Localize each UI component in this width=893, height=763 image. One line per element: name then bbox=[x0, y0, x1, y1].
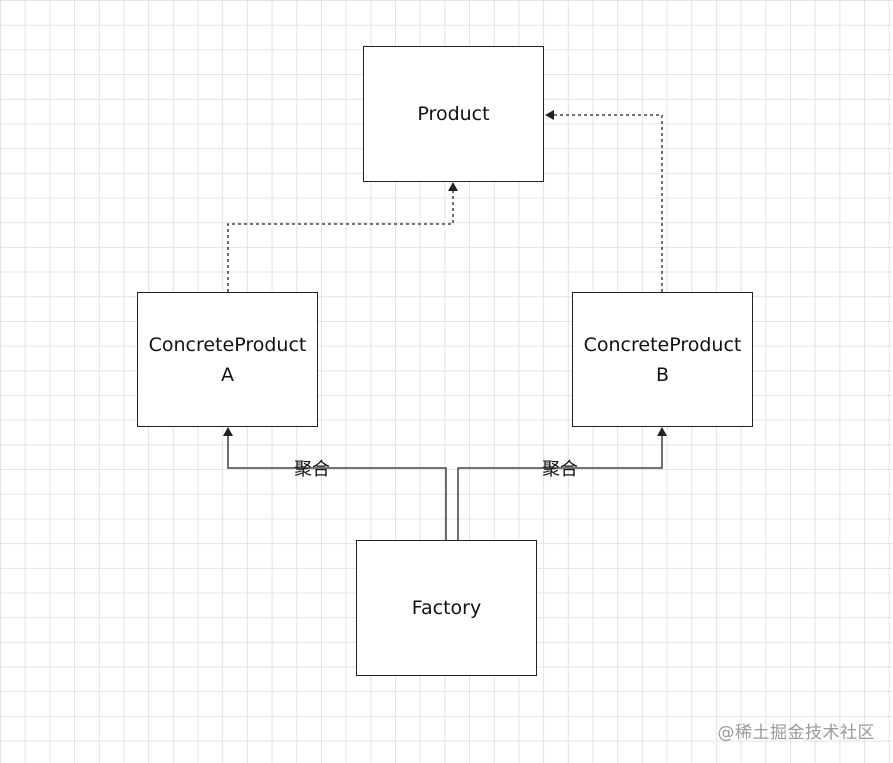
node-concrete-product-a-line1: ConcreteProduct bbox=[148, 333, 307, 356]
node-factory-label: Factory bbox=[411, 597, 482, 619]
edge-factory-to-b bbox=[457, 427, 667, 541]
node-concrete-product-a-text: ConcreteProduct A bbox=[149, 330, 307, 390]
node-factory[interactable]: Factory bbox=[356, 540, 537, 676]
watermark: @稀土掘金技术社区 bbox=[717, 723, 875, 743]
node-concrete-product-a[interactable]: ConcreteProduct A bbox=[137, 292, 318, 427]
edge-label-factory-to-a: 聚合 bbox=[294, 459, 330, 480]
edge-label-factory-to-b: 聚合 bbox=[542, 459, 578, 480]
edge-b-to-product bbox=[545, 110, 663, 292]
edge-factory-to-a bbox=[223, 427, 447, 541]
node-concrete-product-b-text: ConcreteProduct B bbox=[584, 330, 742, 390]
node-concrete-product-b-line1: ConcreteProduct bbox=[583, 333, 742, 356]
node-concrete-product-b-line2: B bbox=[655, 363, 670, 386]
node-product[interactable]: Product bbox=[363, 46, 544, 182]
node-product-label: Product bbox=[417, 103, 490, 125]
edge-a-to-product bbox=[227, 182, 458, 292]
node-concrete-product-b[interactable]: ConcreteProduct B bbox=[572, 292, 753, 427]
node-concrete-product-a-line2: A bbox=[221, 363, 234, 386]
